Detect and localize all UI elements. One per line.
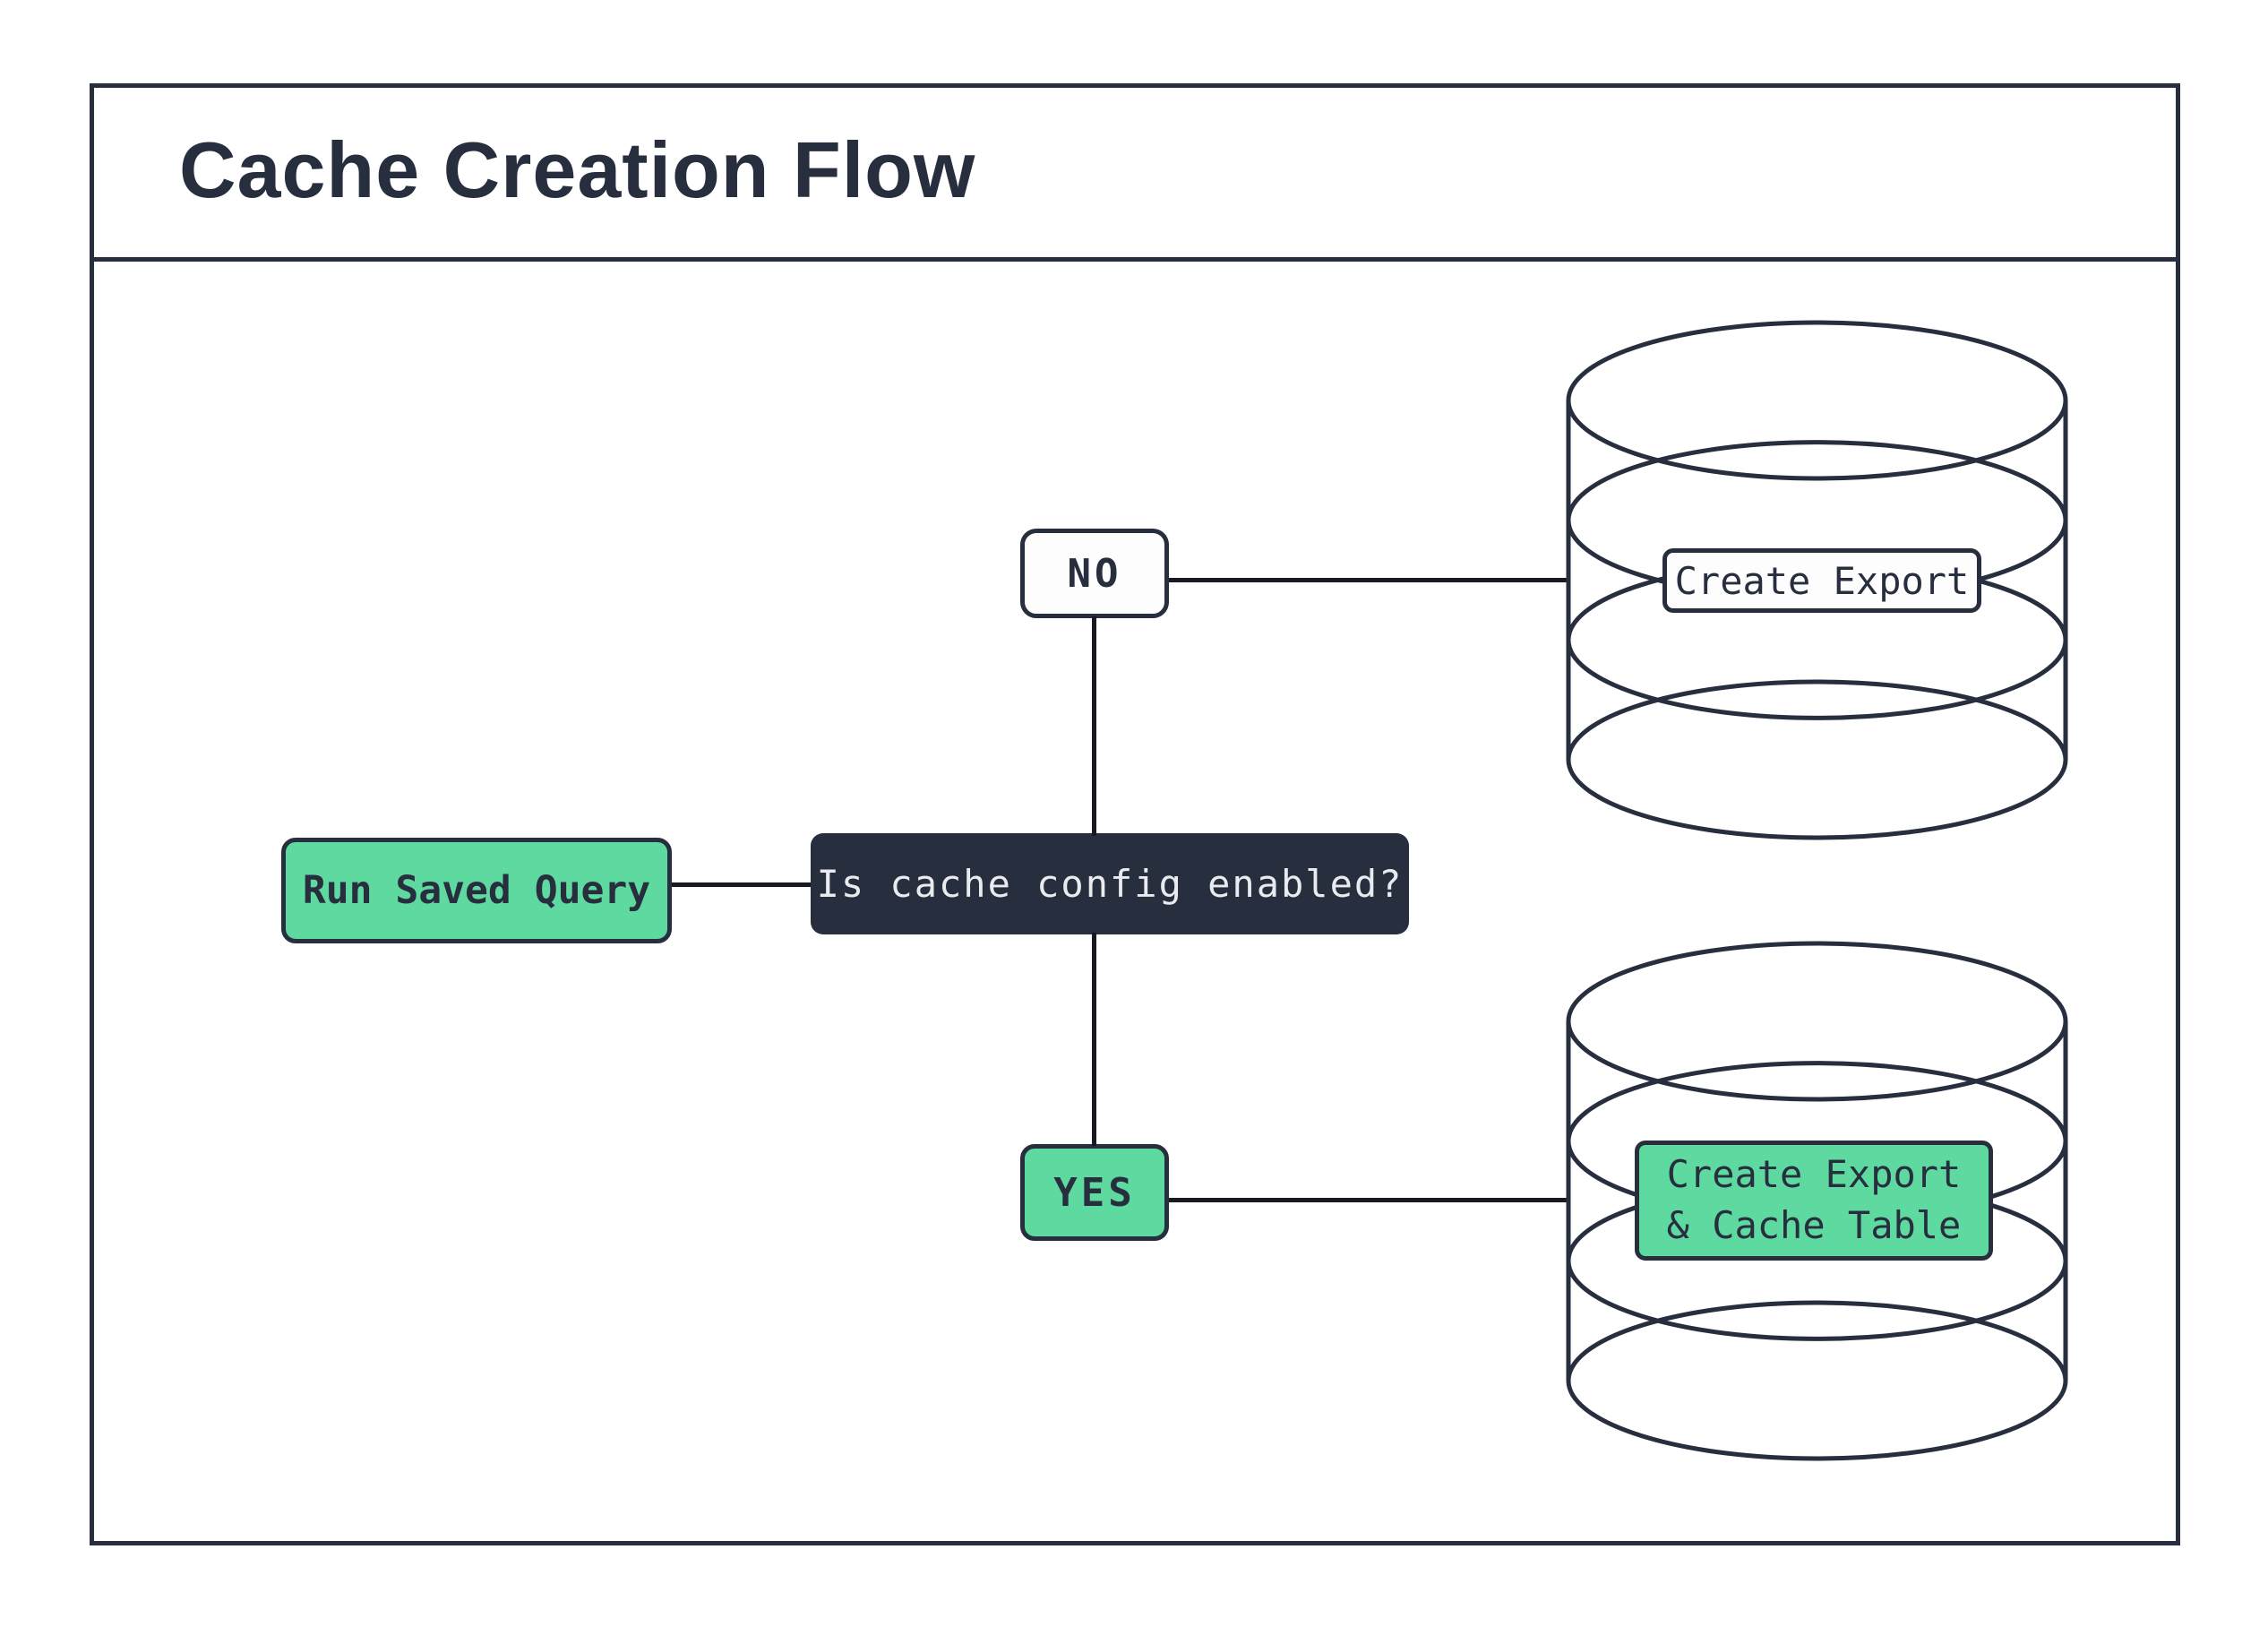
result-node-create-export: Create Export bbox=[1662, 548, 1981, 613]
page-title: Cache Creation Flow bbox=[179, 125, 976, 214]
branch-label-yes: YES bbox=[1020, 1144, 1169, 1241]
start-node-run-saved-query: Run Saved Query bbox=[281, 838, 672, 943]
connector-decision-to-no bbox=[1092, 616, 1096, 836]
diagram-header: Cache Creation Flow bbox=[90, 83, 2180, 262]
result-node-create-export-cache-table: Create Export & Cache Table bbox=[1635, 1141, 1993, 1261]
result-label-line1: Create Export bbox=[1666, 1152, 1962, 1197]
connector-yes-to-database bbox=[1169, 1198, 1569, 1202]
decision-node-cache-config: Is cache config enabled? bbox=[811, 833, 1409, 934]
connector-no-to-database bbox=[1169, 578, 1569, 582]
branch-label-no: NO bbox=[1020, 529, 1169, 618]
connector-decision-to-yes bbox=[1092, 933, 1096, 1146]
connector-start-to-decision bbox=[672, 882, 811, 887]
result-label-line2: & Cache Table bbox=[1666, 1203, 1962, 1247]
